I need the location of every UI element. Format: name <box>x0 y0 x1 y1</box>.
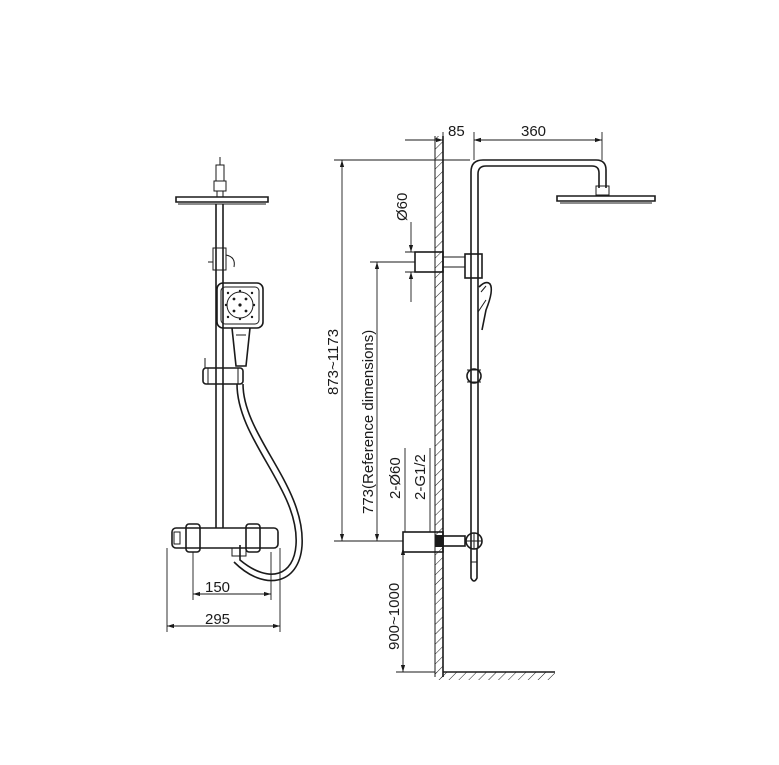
dimension-900-1000-label: 900~1000 <box>386 583 403 650</box>
wall-bracket-top <box>414 251 483 279</box>
dimension-150: 150 <box>192 552 272 600</box>
side-riser-arm <box>470 159 610 548</box>
dimension-773-reference-label: 773(Reference dimensions) <box>360 330 377 514</box>
rain-shower-head <box>175 196 269 205</box>
dimension-360: 360 <box>474 123 603 160</box>
dimension-900-1000: 900~1000 <box>386 548 435 673</box>
wall <box>434 136 444 678</box>
diverter-knob <box>208 247 235 271</box>
side-slide-holder <box>466 368 482 384</box>
dimension-295-label: 295 <box>205 611 230 628</box>
dimension-295: 295 <box>166 548 281 632</box>
side-view: 85 360 Ø60 873~1173 773(Reference d <box>325 123 656 680</box>
nozzle-pattern <box>224 289 256 321</box>
dimension-873-1173-label: 873~1173 <box>325 329 342 395</box>
dimension-360-label: 360 <box>521 123 546 140</box>
inlet-thread-label: 2-G1/2 <box>412 454 429 500</box>
floor <box>435 671 555 680</box>
inlet-diameter-label: 2-Ø60 <box>387 457 404 499</box>
dimension-773-reference: 773(Reference dimensions) <box>360 261 415 541</box>
dimension-diameter-60-label: Ø60 <box>394 193 411 221</box>
side-hand-shower <box>477 281 493 331</box>
slide-holder <box>202 358 244 385</box>
front-view: 150 295 <box>166 157 303 632</box>
hose <box>233 383 303 582</box>
thermostatic-mixer <box>171 523 279 557</box>
riser-pipe <box>215 204 224 528</box>
top-finial <box>213 157 227 198</box>
dimension-diameter-60: Ø60 <box>394 193 443 302</box>
hand-shower-head <box>216 282 264 367</box>
dimension-85-label: 85 <box>448 123 465 140</box>
side-rain-shower-head <box>556 195 656 204</box>
inlet-callouts: 2-Ø60 2-G1/2 <box>387 448 431 532</box>
dimension-85: 85 <box>405 123 500 160</box>
dimension-873-1173: 873~1173 <box>325 159 470 542</box>
dimension-150-label: 150 <box>205 579 230 596</box>
side-mixer-body <box>402 531 483 582</box>
